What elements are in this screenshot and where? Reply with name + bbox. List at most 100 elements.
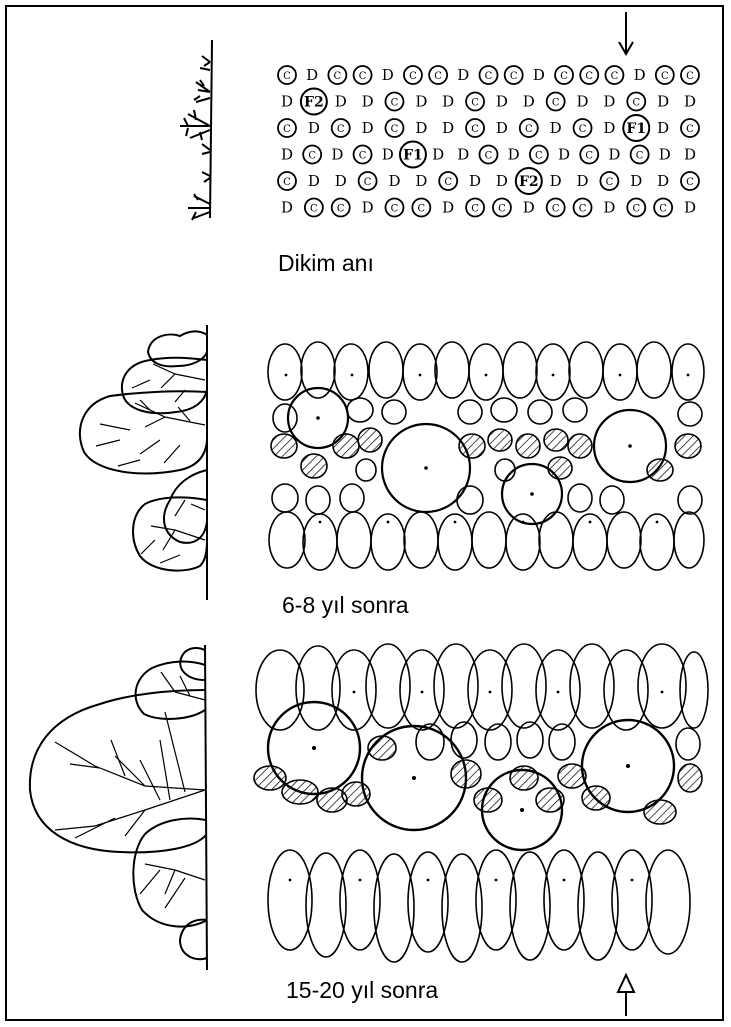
- seedling-d: D: [684, 199, 696, 217]
- svg-text:D: D: [657, 93, 669, 111]
- svg-text:D: D: [657, 172, 669, 190]
- seedling-c1: C: [385, 93, 403, 111]
- seedling-d: D: [442, 119, 454, 137]
- svg-text:D: D: [281, 146, 293, 164]
- seedling-c1: C: [530, 146, 548, 164]
- seedling-c1: C: [328, 66, 346, 84]
- svg-text:D: D: [308, 172, 320, 190]
- seedling-d: D: [335, 172, 347, 190]
- seedling-c1: C: [574, 119, 592, 137]
- svg-text:D: D: [630, 172, 642, 190]
- svg-text:C: C: [510, 71, 518, 82]
- seedling-c1: C: [466, 199, 484, 217]
- seedling-c1: C: [305, 199, 323, 217]
- svg-text:D: D: [388, 172, 400, 190]
- seedling-d: D: [281, 199, 293, 217]
- caption-planting: Dikim anı: [278, 250, 374, 277]
- crowns-6-8-years: [268, 342, 704, 570]
- seedling-c1: C: [547, 199, 565, 217]
- seedling-d: D: [684, 146, 696, 164]
- seedling-d: D: [308, 172, 320, 190]
- seedling-c1: C: [278, 172, 296, 190]
- seedling-d: D: [362, 199, 374, 217]
- seedling-c1: C: [412, 199, 430, 217]
- svg-text:C: C: [485, 151, 493, 162]
- svg-text:C: C: [364, 177, 372, 188]
- seedling-c1: C: [574, 199, 592, 217]
- svg-text:D: D: [281, 199, 293, 217]
- svg-text:D: D: [634, 66, 646, 84]
- seedling-c1: C: [681, 119, 699, 137]
- svg-text:D: D: [457, 146, 469, 164]
- svg-text:D: D: [603, 119, 615, 137]
- seedling-d: D: [457, 146, 469, 164]
- svg-text:C: C: [471, 98, 479, 109]
- svg-text:D: D: [550, 172, 562, 190]
- seedling-d: D: [281, 146, 293, 164]
- seedling-d: D: [469, 172, 481, 190]
- svg-text:C: C: [337, 204, 345, 215]
- svg-text:C: C: [525, 124, 533, 135]
- svg-text:C: C: [359, 71, 367, 82]
- seedling-c1: C: [278, 119, 296, 137]
- seedling-d: D: [331, 146, 343, 164]
- seedling-d: D: [630, 172, 642, 190]
- seedling-d: D: [523, 93, 535, 111]
- seedling-d: D: [362, 119, 374, 137]
- seedling-c1: C: [505, 66, 523, 84]
- seedling-c1: C: [627, 93, 645, 111]
- seedling-d: D: [558, 146, 570, 164]
- svg-text:D: D: [496, 119, 508, 137]
- seedling-c1: C: [385, 199, 403, 217]
- svg-text:C: C: [283, 124, 291, 135]
- svg-text:C: C: [552, 204, 560, 215]
- svg-text:D: D: [415, 93, 427, 111]
- seedling-d: D: [496, 119, 508, 137]
- seedling-d: D: [657, 119, 669, 137]
- seedling-c1: C: [627, 199, 645, 217]
- svg-text:C: C: [632, 98, 640, 109]
- seedling-c1: C: [332, 119, 350, 137]
- svg-text:C: C: [391, 98, 399, 109]
- seedling-c1: C: [547, 93, 565, 111]
- svg-text:C: C: [585, 71, 593, 82]
- seedling-c1: C: [605, 66, 623, 84]
- seedling-f2: F2: [516, 168, 542, 194]
- svg-text:D: D: [442, 199, 454, 217]
- seedling-d: D: [577, 172, 589, 190]
- svg-text:D: D: [362, 119, 374, 137]
- seedling-c1: C: [656, 66, 674, 84]
- svg-text:C: C: [611, 71, 619, 82]
- seedling-d: D: [382, 146, 394, 164]
- seedling-d: D: [388, 172, 400, 190]
- svg-text:C: C: [552, 98, 560, 109]
- svg-text:D: D: [608, 146, 620, 164]
- svg-text:C: C: [686, 124, 694, 135]
- seedling-d: D: [550, 172, 562, 190]
- svg-text:D: D: [382, 66, 394, 84]
- seedling-d: D: [496, 172, 508, 190]
- seedling-c1: C: [555, 66, 573, 84]
- seedling-c1: C: [480, 146, 498, 164]
- svg-text:C: C: [579, 124, 587, 135]
- seedling-d: D: [657, 93, 669, 111]
- svg-text:D: D: [508, 146, 520, 164]
- seedling-c1: C: [580, 66, 598, 84]
- svg-text:C: C: [535, 151, 543, 162]
- svg-text:C: C: [283, 177, 291, 188]
- seedling-c1: C: [520, 119, 538, 137]
- svg-text:C: C: [471, 204, 479, 215]
- caption-6-8-years: 6-8 yıl sonra: [282, 592, 409, 619]
- seedling-c1: C: [480, 66, 498, 84]
- seedling-c1: C: [278, 66, 296, 84]
- svg-text:D: D: [469, 172, 481, 190]
- seedling-d: D: [603, 199, 615, 217]
- svg-text:F1: F1: [626, 121, 646, 137]
- svg-text:C: C: [359, 151, 367, 162]
- svg-text:C: C: [337, 124, 345, 135]
- seedling-c1: C: [466, 93, 484, 111]
- seedling-d: D: [382, 66, 394, 84]
- seedling-d: D: [415, 119, 427, 137]
- seedling-d: D: [442, 199, 454, 217]
- svg-text:D: D: [533, 66, 545, 84]
